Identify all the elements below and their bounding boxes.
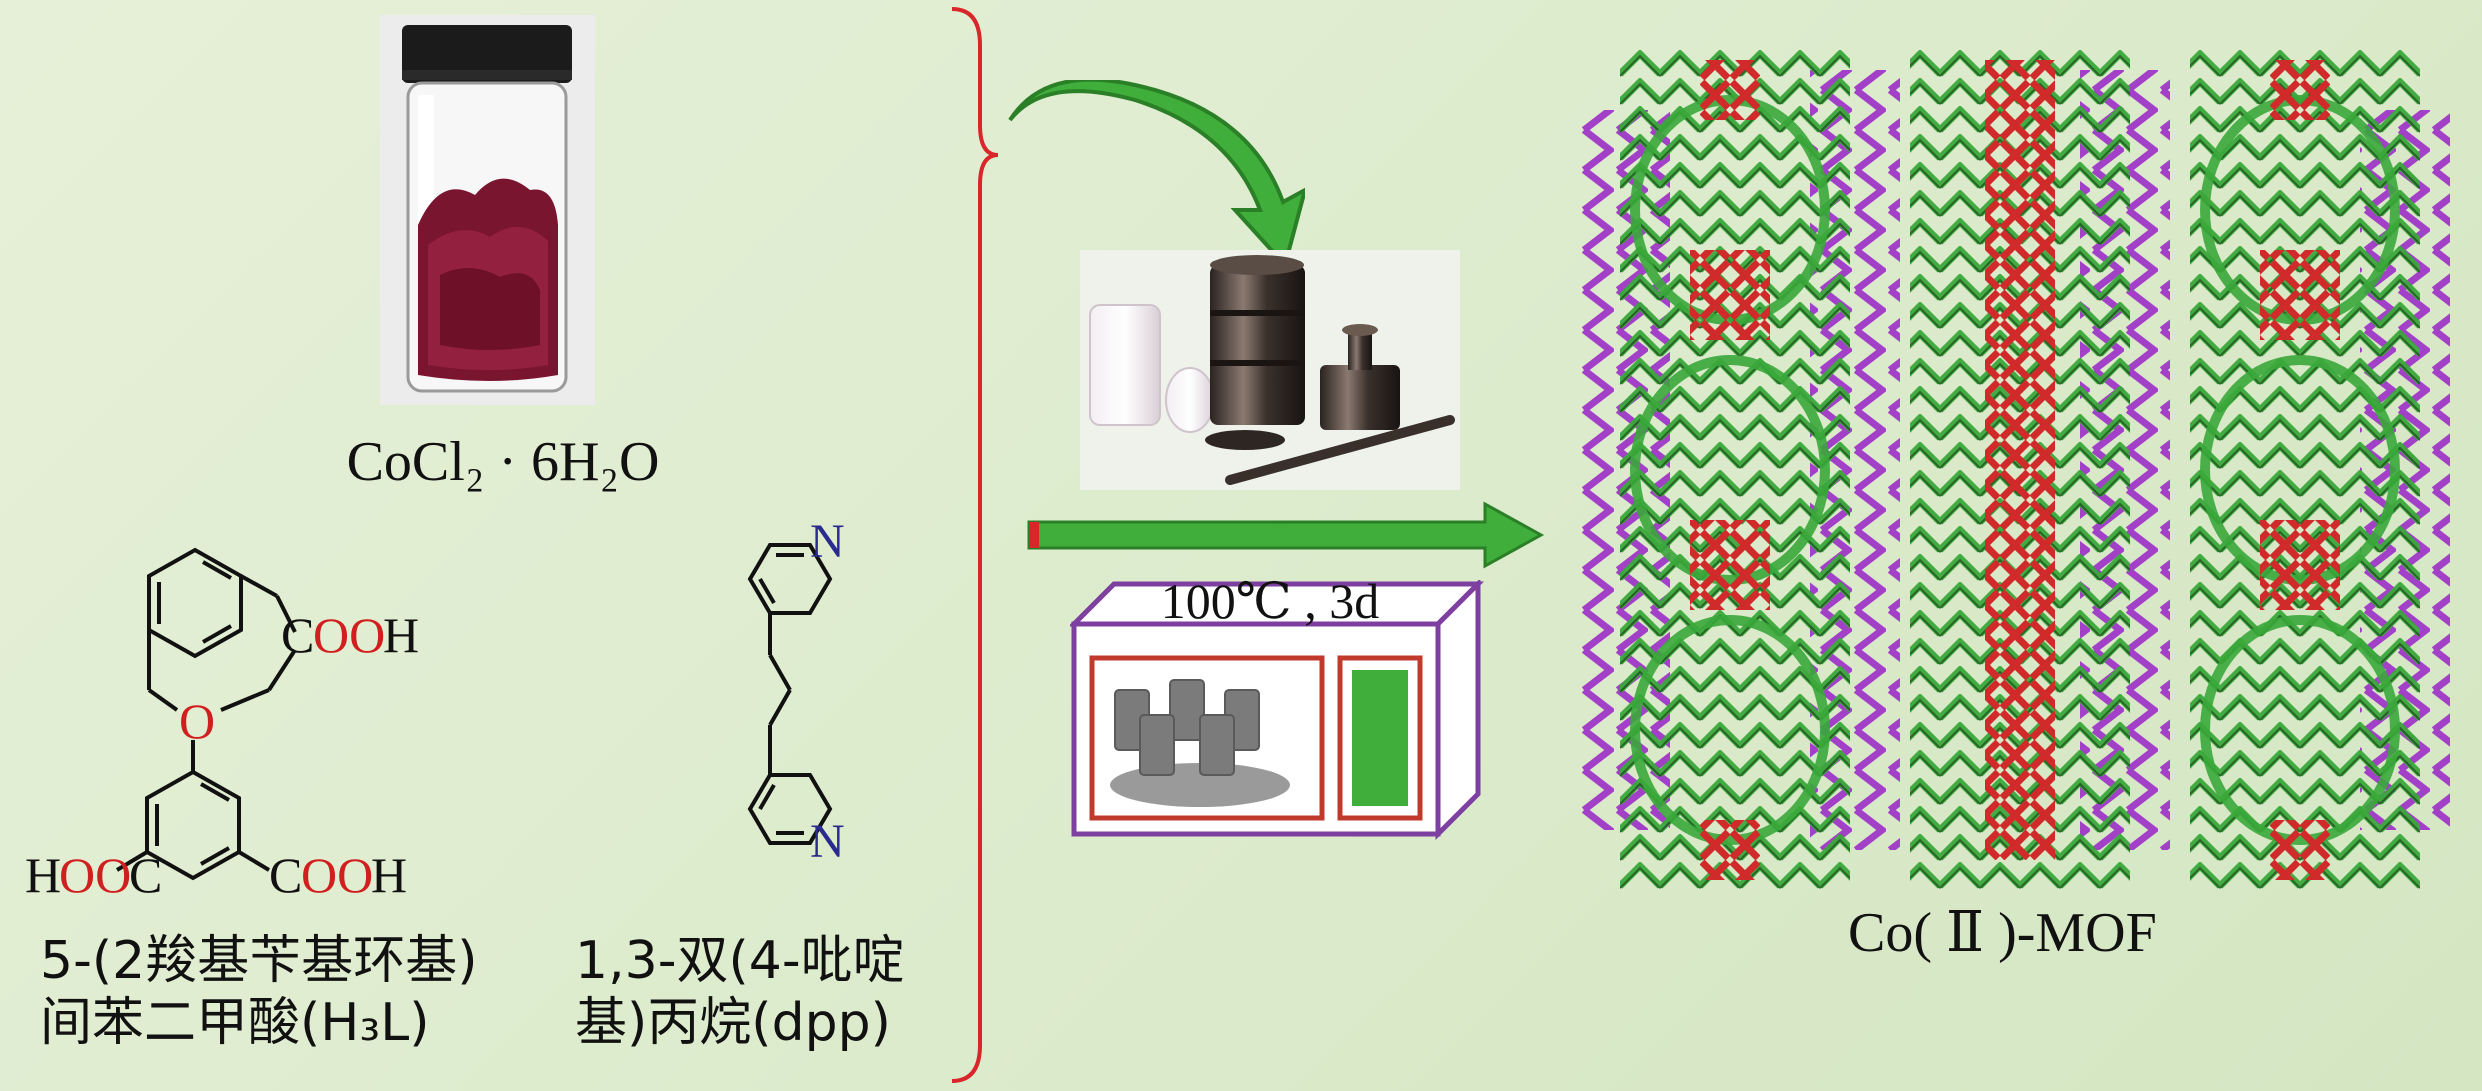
h3l-structure: C OO H O H OO C C OO H	[25, 540, 555, 920]
reagent-bracket	[940, 5, 1000, 1085]
autoclave-image	[1080, 250, 1460, 490]
cobalt-chloride-formula: CoCl₂ · 6H₂O	[347, 431, 660, 493]
cobalt-chloride-label: CoCl₂ · 6H₂O	[318, 430, 688, 500]
dpp-name-line1: 1,3-双(4-吡啶	[575, 930, 905, 992]
oven-illustration: 100℃ , 3d	[1070, 580, 1490, 840]
cooh-top-oo: OO	[313, 607, 385, 663]
cobalt-chloride-vial-image	[380, 15, 595, 405]
reaction-conditions: 100℃ , 3d	[1161, 580, 1379, 629]
pyridine-nitrogen-top: N	[810, 515, 845, 568]
dpp-structure: N N	[680, 515, 880, 915]
hooc-left-h: H	[25, 847, 61, 903]
hooc-left-c: C	[129, 847, 162, 903]
mof-label: Co( Ⅱ )-MOF	[1848, 905, 2157, 961]
h3l-name: 5-(2羧基苄基环基) 间苯二甲酸(H₃L)	[40, 930, 478, 1055]
hooc-left-oo: OO	[59, 847, 131, 903]
pyridine-nitrogen-bottom: N	[810, 815, 845, 868]
cooh-right-h: H	[371, 847, 407, 903]
h3l-name-line2: 间苯二甲酸(H₃L)	[40, 992, 478, 1054]
dpp-name-line2: 基)丙烷(dpp)	[575, 992, 905, 1054]
curved-arrow	[1005, 80, 1305, 270]
cooh-top-c: C	[281, 607, 314, 663]
cooh-top-h: H	[383, 607, 419, 663]
h3l-name-line1: 5-(2羧基苄基环基)	[40, 930, 478, 992]
cooh-right-c: C	[269, 847, 302, 903]
reaction-arrow	[1025, 500, 1545, 570]
dpp-name: 1,3-双(4-吡啶 基)丙烷(dpp)	[575, 930, 905, 1055]
cooh-right-oo: OO	[301, 847, 373, 903]
ether-oxygen: O	[179, 693, 215, 749]
mof-framework-image	[1580, 50, 2460, 890]
